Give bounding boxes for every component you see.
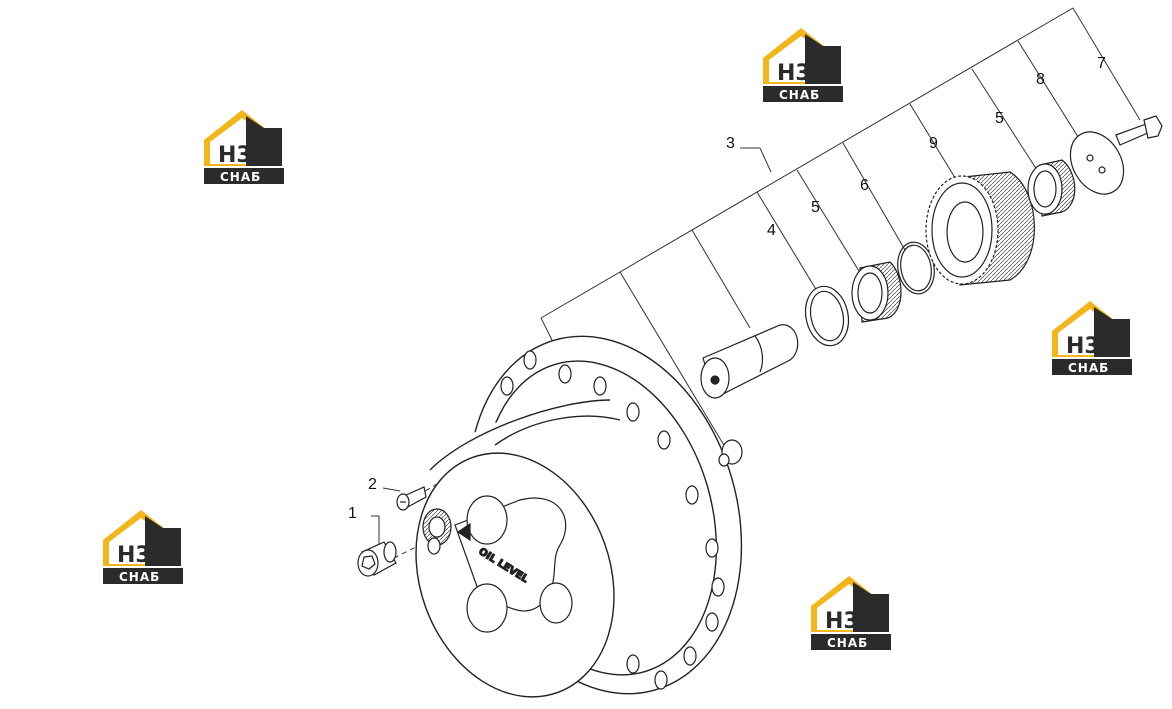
callout-6: 6 [860, 177, 869, 194]
hex-bolt [1115, 115, 1163, 146]
callout-5a: 5 [811, 199, 820, 216]
needle-bearing-right [1027, 159, 1076, 217]
flange-bolt-holes [500, 350, 725, 690]
watermark-logo: H3 СНАБ [763, 28, 843, 102]
callout-5b: 5 [995, 110, 1004, 127]
svg-text:H3: H3 [117, 543, 151, 568]
drain-plug [357, 541, 397, 577]
planet-gear [925, 171, 1035, 286]
housing-face: OIL LEVEL [422, 495, 573, 633]
watermark-logo: H3 СНАБ [204, 110, 284, 184]
watermark-logo: H3 СНАБ [103, 510, 183, 584]
svg-text:СНАБ: СНАБ [779, 88, 820, 102]
watermark-logo: H3 СНАБ [1052, 301, 1132, 375]
svg-text:СНАБ: СНАБ [220, 170, 261, 184]
cover-plate [1069, 131, 1125, 195]
callout-labels: 1 2 3 4 5 6 9 5 8 7 [348, 55, 1106, 522]
callout-4: 4 [767, 222, 776, 239]
snap-ring [897, 241, 935, 295]
retaining-bolt [718, 439, 743, 467]
svg-text:H3: H3 [1066, 334, 1100, 359]
callout-9: 9 [929, 135, 938, 152]
svg-text:СНАБ: СНАБ [119, 570, 160, 584]
svg-text:H3: H3 [218, 143, 252, 168]
svg-text:СНАБ: СНАБ [827, 636, 868, 650]
svg-text:H3: H3 [777, 61, 811, 86]
svg-text:СНАБ: СНАБ [1068, 361, 1109, 375]
callout-2: 2 [368, 476, 377, 493]
callout-3: 3 [726, 135, 735, 152]
callout-1: 1 [348, 505, 357, 522]
planet-pin [700, 324, 799, 399]
leader-lines [371, 7, 1141, 546]
callout-8: 8 [1036, 71, 1045, 88]
watermark-logo: H3 СНАБ [811, 576, 891, 650]
needle-bearing-left [851, 261, 902, 323]
svg-text:H3: H3 [825, 609, 859, 634]
thrust-washer [804, 285, 850, 347]
screw [396, 486, 427, 511]
callout-7: 7 [1097, 55, 1106, 72]
